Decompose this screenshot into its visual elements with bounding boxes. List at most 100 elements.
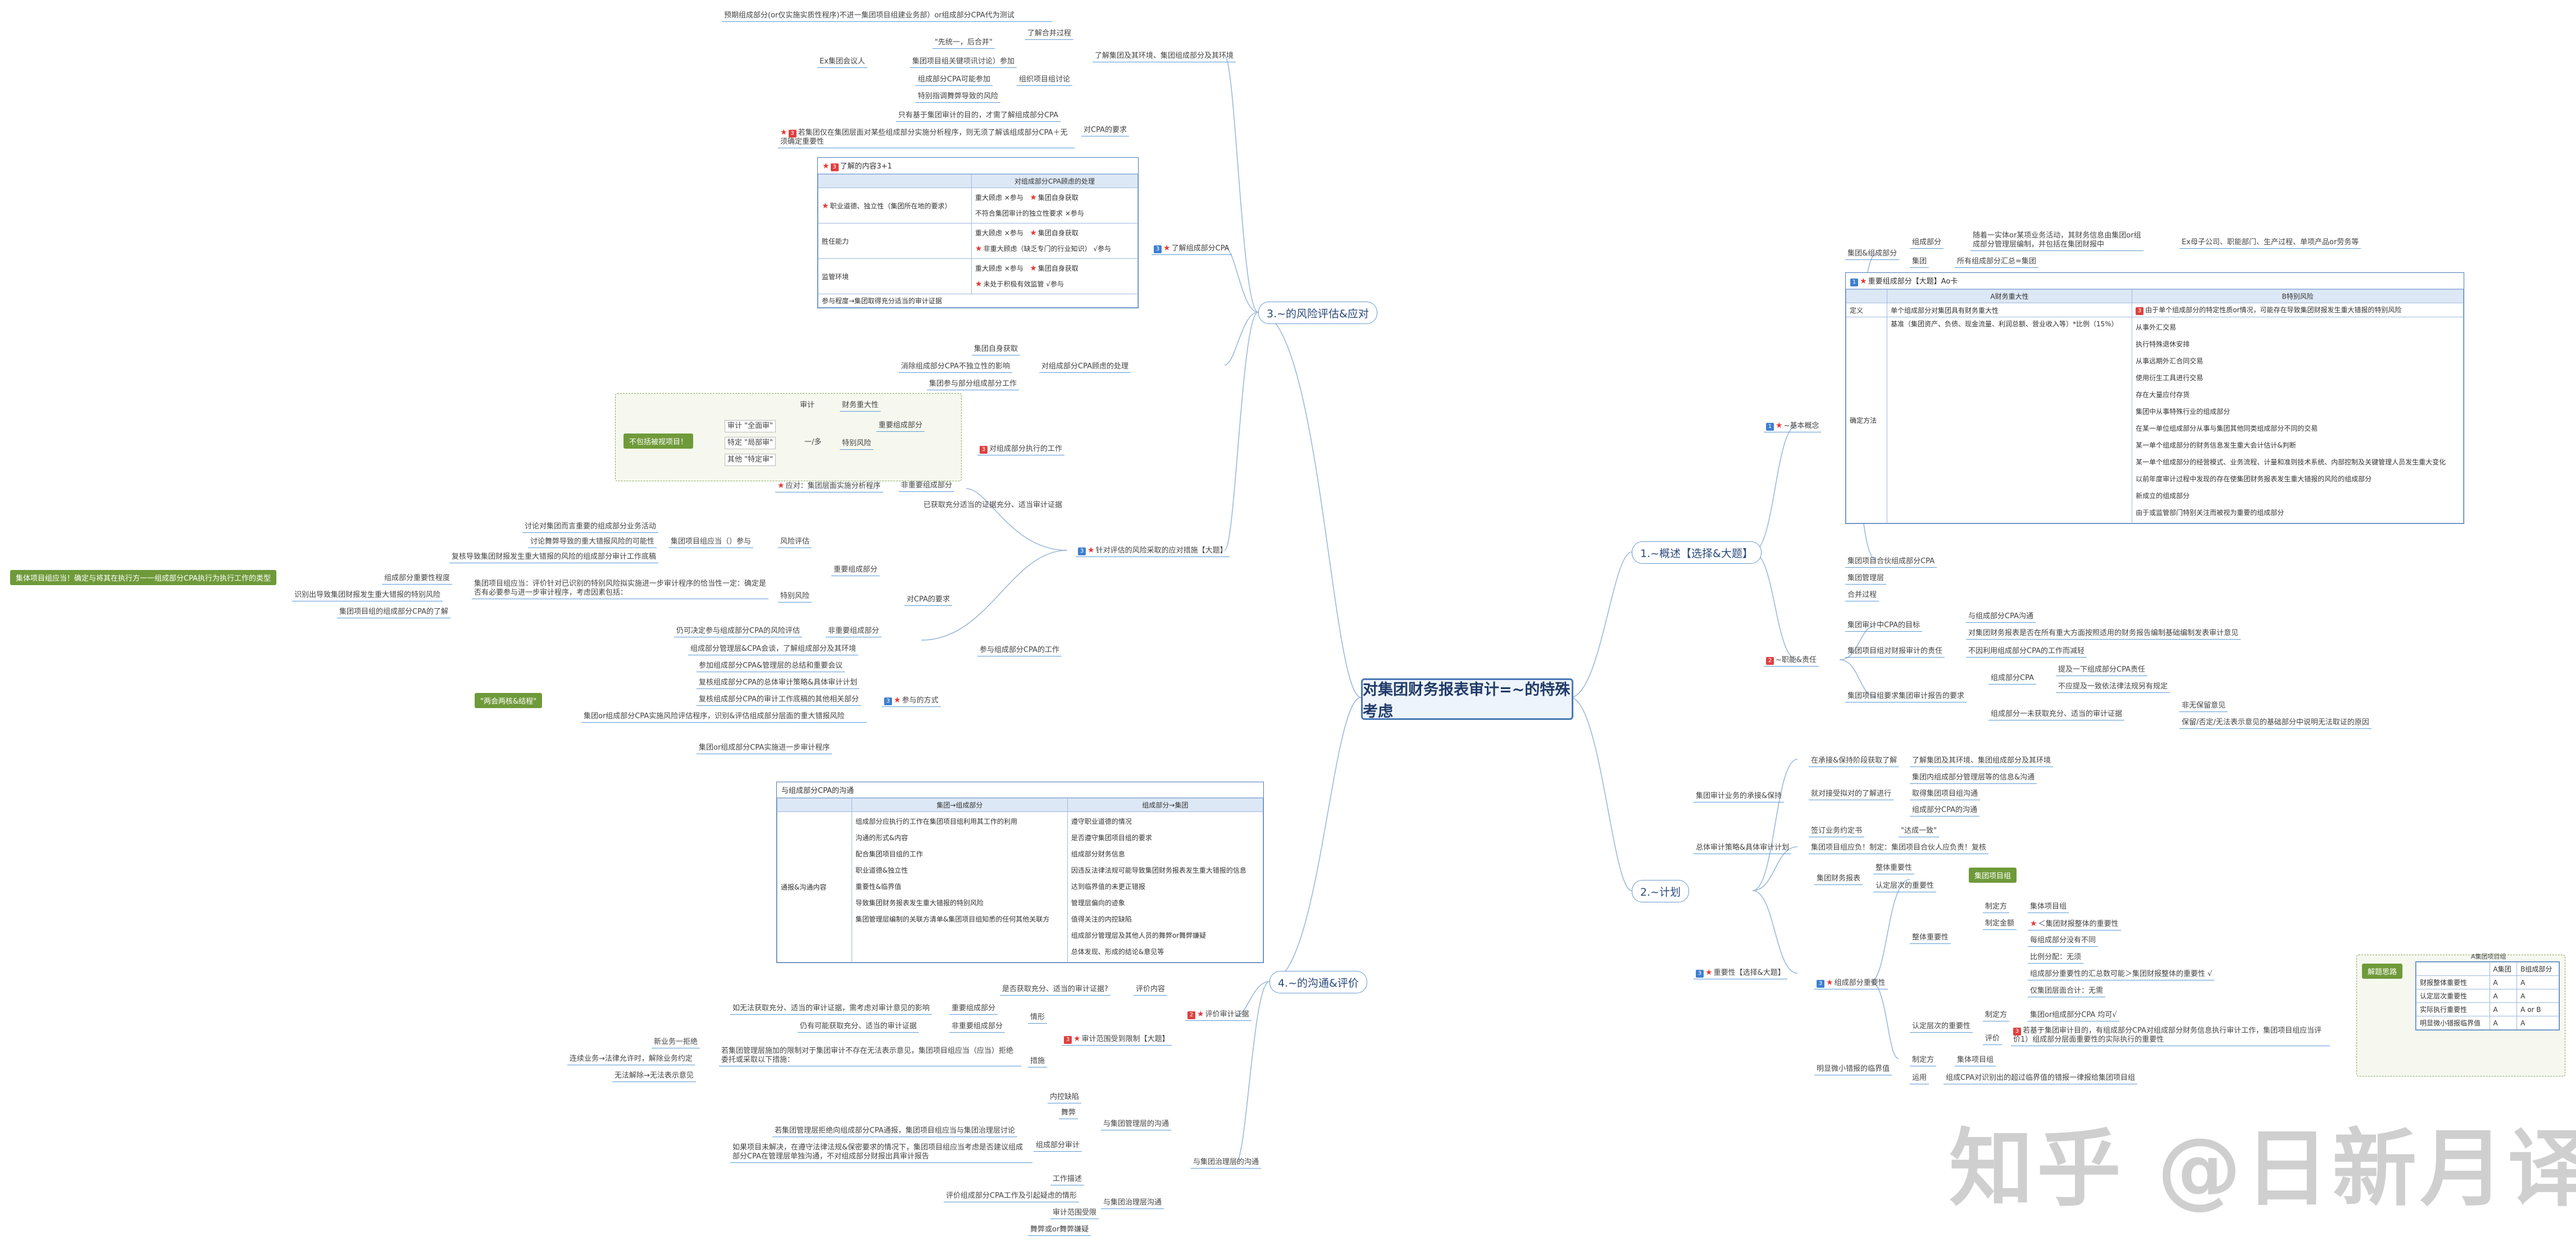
node-eval-content-value[interactable]: 是否获取充分、适当的审计证据? xyxy=(1000,984,1110,996)
node-sufficient[interactable]: 已获取充分适当的证据充分、适当审计证据 xyxy=(923,501,1063,509)
node-gov-1[interactable]: 工作描述 xyxy=(1050,1174,1085,1185)
node-basic-concepts[interactable]: 1★~基本概念 xyxy=(1764,420,1822,432)
branch-risk-response[interactable]: 3.~的风险评估&应对 xyxy=(1258,302,1377,324)
node-special-value[interactable]: 集团项目组应当：评价针对已识别的特别风险拟实施进一步审计程序的恰当性一定：确定是… xyxy=(472,578,768,599)
node-scope-case-c[interactable]: 仍有可能获取充分、适当的审计证据 xyxy=(798,1021,920,1033)
node-eval-evidence[interactable]: 2★评价审计证据 xyxy=(1185,1009,1251,1021)
node-fin-materiality[interactable]: 财务重大性 xyxy=(840,400,881,412)
node-env-cpa-req[interactable]: 对CPA的要求 xyxy=(1081,125,1129,136)
node-way-4[interactable]: 复核组成部分CPA的审计工作底稿的其他相关部分 xyxy=(697,694,861,706)
node-way[interactable]: 3★参与的方式 xyxy=(882,695,941,707)
node-amount-3[interactable]: 比例分配：无须 xyxy=(2028,952,2084,964)
node-strategy[interactable]: 总体审计策略&具体审计计划 xyxy=(1694,842,1792,854)
node-response[interactable]: 3★针对评估的风险采取的应对措施【大题】 xyxy=(1076,545,1230,557)
node-governance[interactable]: 与集团治理层的沟通 xyxy=(1191,1157,1262,1169)
node-formulate-value[interactable]: 集体项目组 xyxy=(2028,901,2069,913)
node-performance-materiality[interactable]: 认定层次的重要性 xyxy=(1873,881,1937,892)
node-group-component[interactable]: 集团&组成部分 xyxy=(1845,248,1900,260)
node-overall-materiality[interactable]: 整体重要性 xyxy=(1873,863,1915,874)
node-concern-2[interactable]: 消除组成部分CPA不独立性的影响 xyxy=(899,361,1012,373)
node-understand-cpa[interactable]: 3★了解组成部分CPA xyxy=(1152,243,1232,255)
node-component-cpa[interactable]: 集团项目合伙组成部分CPA xyxy=(1845,556,1937,568)
node-group[interactable]: 集团 xyxy=(1910,256,1929,268)
node-gov-3[interactable]: 审计范围受限 xyxy=(1050,1207,1099,1219)
node-special[interactable]: 特别风险 xyxy=(778,591,812,603)
node-goal-1[interactable]: 与组成部分CPA沟通 xyxy=(1966,611,2036,623)
node-way-2[interactable]: 参加组成部分CPA&管理层的总结和重要会议 xyxy=(697,660,845,672)
node-trivial-use[interactable]: 运用 xyxy=(1910,1073,1929,1084)
node-mgmt-comm-1[interactable]: 内控缺陷 xyxy=(1048,1092,1082,1103)
node-formulate-2-value[interactable]: 集团or组成部分CPA 均可√ xyxy=(2028,1010,2119,1021)
node-acceptance-2[interactable]: 就对接受拟对的了解进行 xyxy=(1809,788,1894,800)
node-mgmt-comm-3a[interactable]: 若集团管理层拒绝向组成部分CPA通报，集团项目组应当与集团治理层讨论 xyxy=(772,1125,1017,1137)
branch-overview[interactable]: 1.~概述【选择&大题】 xyxy=(1632,541,1762,564)
node-amount-5[interactable]: 仅集团层面合计：无需 xyxy=(2028,986,2106,997)
node-mgmt-comm-3b[interactable]: 如果项目未解决，在遵守法律法规&保密要求的情况下，集团项目组应当考虑是否建议组成… xyxy=(730,1142,1032,1163)
node-acceptance-3[interactable]: 签订业务约定书 xyxy=(1809,825,1865,837)
node-report-cpa[interactable]: 组成部分CPA xyxy=(1988,673,2036,685)
node-env-consolidation-a[interactable]: 预期组成部分(or仅实施实质性程序)不进一集团项目组建业务部）or组成部分CPA… xyxy=(722,10,1052,22)
node-acceptance-2a[interactable]: 集团内组成部分管理层等的信息&沟通 xyxy=(1910,772,2037,784)
node-group-responsibility[interactable]: 集团项目组对财报审计的责任 xyxy=(1845,646,1945,658)
node-scope-measure[interactable]: 措施 xyxy=(1028,1056,1048,1067)
node-scope-case-a[interactable]: 如无法获取充分、适当的审计证据，需考虑对审计意见的影响 xyxy=(730,1003,932,1015)
node-audit[interactable]: 审计 xyxy=(800,401,815,409)
node-acceptance-3v[interactable]: "达成一致" xyxy=(1899,825,1939,837)
node-report-cpa-c1[interactable]: 非无保留意见 xyxy=(2179,700,2228,712)
node-formulate[interactable]: 制定方 xyxy=(1983,901,2010,913)
node-scope-case-b[interactable]: 重要组成部分 xyxy=(949,1003,998,1015)
node-gov-4[interactable]: 舞弊或or舞弊嫌疑 xyxy=(1028,1224,1091,1236)
node-env-meeting[interactable]: 集团项目组关键项讯讨论）参加 xyxy=(910,56,1017,68)
node-amount[interactable]: 制定金额 xyxy=(1983,918,2017,930)
node-trivial-formulate[interactable]: 制定方 xyxy=(1910,1055,1937,1066)
node-duties[interactable]: 2~职能&责任 xyxy=(1764,655,1819,667)
node-gov-2[interactable]: 评价组成部分CPA工作及引起疑虑的情形 xyxy=(944,1190,1079,1202)
node-participate[interactable]: 参与组成部分CPA的工作 xyxy=(977,645,1062,656)
node-scope-case[interactable]: 情形 xyxy=(1028,1012,1048,1024)
node-report-cpa-c2[interactable]: 保留/否定/无法表示意见的基础部分中说明无法取证的原因 xyxy=(2179,717,2372,729)
node-env-cpa-req-a[interactable]: 只有基于集团审计的目的，才需了解组成部分CPA xyxy=(896,110,1061,122)
node-amount-2[interactable]: 每组成部分没有不同 xyxy=(2028,935,2099,947)
branch-communication[interactable]: 4.~的沟通&评价 xyxy=(1269,971,1367,993)
node-scope-measure-b[interactable]: 新业务一拒绝 xyxy=(652,1037,700,1048)
node-work-t3[interactable]: 其他 "特定审" xyxy=(725,454,776,466)
node-evaluate[interactable]: 评价 xyxy=(1983,1033,2002,1045)
node-work-t2[interactable]: 特定 "局部审" xyxy=(725,437,776,449)
node-env-discussion-b[interactable]: 特别指调舞弊导致的风险 xyxy=(916,91,1001,103)
node-scope-measure-c[interactable]: 连续业务→法律允许时，解除业务约定 xyxy=(567,1053,695,1065)
node-component-desc[interactable]: 随着一实体or某项业务活动，其财务信息由集团or组成部分管理层编制，并包括在集团… xyxy=(1970,230,2143,251)
central-topic[interactable]: 对集团财务报表审计=~的特殊考虑 xyxy=(1361,678,1573,720)
node-scope-case-d[interactable]: 非重要组成部分 xyxy=(949,1021,1005,1033)
node-env-consolidation[interactable]: 了解合并过程 xyxy=(1025,28,1074,40)
node-acceptance-1[interactable]: 在承接&保持阶段获取了解 xyxy=(1809,755,1900,767)
node-mgmt-comm[interactable]: 与集团管理层的沟通 xyxy=(1101,1119,1172,1130)
node-work-t1[interactable]: 审计 "全面审" xyxy=(725,420,776,432)
node-non-important-value[interactable]: ★应对：集团层面实施分析程序 xyxy=(775,480,883,492)
node-ra-3[interactable]: 复核导致集团财报发生重大错报的风险的组成部分审计工作底稿 xyxy=(449,551,659,563)
node-scope-limit[interactable]: 3★审计范围受到限制【大题】 xyxy=(1062,1033,1172,1046)
node-trivial-formulate-value[interactable]: 集体项目组 xyxy=(1955,1055,1996,1066)
node-group-responsibility-value[interactable]: 不因利用组成部分CPA的工作而减轻 xyxy=(1966,646,2087,658)
node-important-component[interactable]: 重要组成部分 xyxy=(876,420,925,432)
node-way-5[interactable]: 集团or组成部分CPA实施风险评估程序，识别&评估组成部分层面的重大错报风险 xyxy=(581,711,867,723)
node-special-risk[interactable]: 特别风险 xyxy=(840,438,874,450)
branch-planning[interactable]: 2.~计划 xyxy=(1632,880,1690,902)
node-acceptance[interactable]: 集团审计业务的承接&保持 xyxy=(1694,791,1785,802)
node-env-discussion[interactable]: 组织项目组讨论 xyxy=(1017,74,1073,86)
node-way-6[interactable]: 集团or组成部分CPA实施进一步审计程序 xyxy=(697,742,832,754)
node-mgmt-comm-2[interactable]: 舞弊 xyxy=(1059,1107,1078,1119)
node-non-imp-2[interactable]: 非重要组成部分 xyxy=(826,626,882,637)
node-amount-value[interactable]: ★＜集团财报整体的重要性 xyxy=(2028,918,2121,930)
node-concern-3[interactable]: 集团参与部分组成部分工作 xyxy=(927,378,1020,390)
node-amount-4[interactable]: 组成部分重要性的汇总数可能＞集团财报整体的重要性 √ xyxy=(2028,969,2215,980)
node-group-fs[interactable]: 集团财务报表 xyxy=(1814,873,1863,885)
node-ra-2[interactable]: 讨论舞弊导致的重大错报风险的可能性 xyxy=(528,536,657,548)
node-materiality[interactable]: 3★重要性【选择&大题】 xyxy=(1694,967,1787,979)
node-acceptance-2c[interactable]: 组成部分CPA的沟通 xyxy=(1910,805,1979,816)
node-report-cpa-a[interactable]: 提及一下组成部分CPA责任 xyxy=(2056,664,2147,676)
node-env-discussion-a[interactable]: 组成部分CPA可能参加 xyxy=(916,74,993,86)
node-group-desc[interactable]: 所有组成部分汇总=集团 xyxy=(1955,256,2038,268)
